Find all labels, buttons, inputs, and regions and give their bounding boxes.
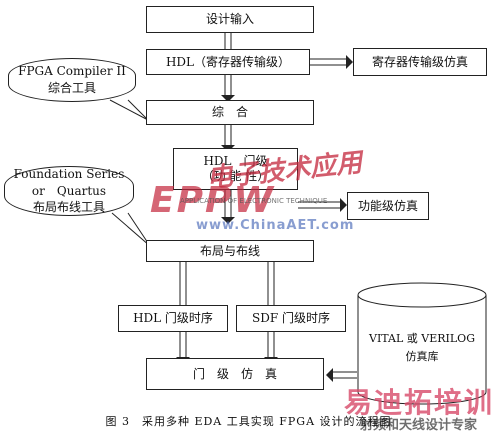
- node-hdl-rtl-label: HDL（寄存器传输级）: [165, 54, 291, 69]
- compiler-name: FPGA Compiler II: [18, 64, 126, 79]
- watermark-corner: 易迪拓培训: [344, 381, 494, 421]
- sim-library: VITAL 或 VERILOG 仿真库: [360, 330, 484, 365]
- watermark-sub: APPLICATION OF ELECTRONIC TECHNIQUE: [180, 197, 327, 205]
- watermark-main-text: EPPW: [150, 180, 276, 221]
- node-rtl-sim: 寄存器传输级仿真: [353, 48, 487, 76]
- library-line1: VITAL 或 VERILOG: [369, 332, 475, 345]
- watermark-sub-text: APPLICATION OF ELECTRONIC TECHNIQUE: [180, 197, 328, 205]
- node-synthesis: 综 合: [146, 100, 314, 125]
- bubble-foundation: Foundation Series or Quartus 布局布线工具: [4, 166, 134, 216]
- node-synthesis-label: 综 合: [211, 105, 248, 119]
- node-place-route: 布局与布线: [146, 240, 314, 262]
- watermark-main: EPPW: [150, 180, 275, 221]
- node-place-route-label: 布局与布线: [199, 243, 260, 258]
- foundation-line3: 布局布线工具: [32, 200, 105, 215]
- node-gate-sim-label: 门 级 仿 真: [192, 366, 277, 381]
- hdl-gate-func-line2: （功 能 性）: [201, 169, 270, 183]
- node-gate-sim: 门 级 仿 真: [146, 358, 324, 390]
- watermark-site-text: www.ChinaAET.com: [196, 218, 355, 233]
- hdl-gate-func-line1: HDL 门级: [203, 154, 268, 168]
- node-rtl-sim-label: 寄存器传输级仿真: [371, 54, 468, 69]
- node-design-input: 设计输入: [146, 6, 314, 33]
- node-sdf-gate-timing: SDF 门级时序: [236, 305, 346, 332]
- node-func-sim: 功能级仿真: [347, 192, 429, 220]
- compiler-desc: 综合工具: [47, 81, 96, 95]
- node-hdl-gate-timing: HDL 门级时序: [118, 305, 228, 332]
- library-line2: 仿真库: [405, 349, 439, 363]
- node-func-sim-label: 功能级仿真: [357, 198, 418, 213]
- node-sdf-gate-timing-label: SDF 门级时序: [252, 311, 330, 325]
- watermark-site: www.ChinaAET.com: [196, 218, 354, 233]
- node-hdl-rtl: HDL（寄存器传输级）: [146, 49, 310, 75]
- foundation-line1: Foundation Series: [13, 166, 125, 181]
- foundation-line2: or Quartus: [31, 183, 107, 198]
- node-hdl-gate-timing-label: HDL 门级时序: [133, 311, 213, 325]
- watermark-corner-sub: 射频和天线设计专家: [360, 414, 477, 433]
- bubble-fpga-compiler: FPGA Compiler II 综合工具: [8, 58, 136, 102]
- node-hdl-gate-functional: HDL 门级 （功 能 性）: [173, 148, 298, 190]
- watermark-corner-text: 易迪拓培训: [344, 386, 495, 419]
- node-design-input-label: 设计输入: [205, 12, 254, 26]
- figure-caption: 图 3 采用多种 EDA 工具实现 FPGA 设计的流程图: [105, 415, 392, 428]
- watermark-corner-sub-text: 射频和天线设计专家: [360, 418, 478, 433]
